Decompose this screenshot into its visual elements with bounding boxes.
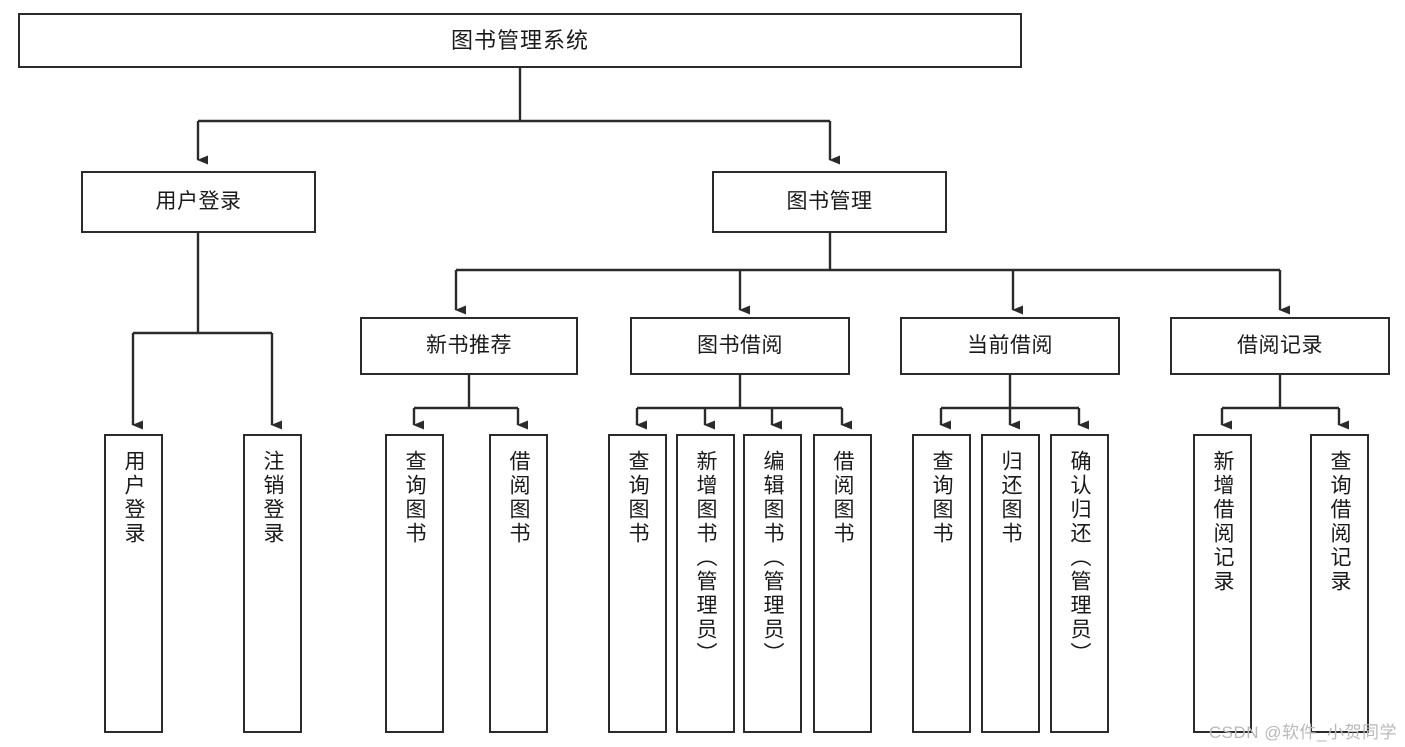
- csdn-watermark: CSDN @软件_小贺同学: [1208, 723, 1397, 742]
- node-leaf-return-book-label: 归还图书: [999, 450, 1023, 546]
- node-borrow-record[interactable]: 借阅记录: [1170, 317, 1390, 375]
- node-current-borrow-label: 当前借阅: [967, 333, 1053, 357]
- node-leaf-query-book-3-label: 查询图书: [930, 450, 954, 546]
- node-leaf-query-book-2[interactable]: 查询图书: [608, 434, 667, 733]
- node-new-book-recommend-label: 新书推荐: [426, 333, 512, 357]
- node-leaf-borrow-book-1-label: 借阅图书: [507, 450, 531, 546]
- node-book-borrow[interactable]: 图书借阅: [630, 317, 850, 375]
- node-leaf-add-record-label: 新增借阅记录: [1211, 450, 1235, 594]
- node-leaf-edit-book[interactable]: 编辑图书（管理员）: [743, 434, 802, 733]
- node-leaf-return-book[interactable]: 归还图书: [981, 434, 1040, 733]
- node-leaf-query-record[interactable]: 查询借阅记录: [1310, 434, 1369, 733]
- node-root[interactable]: 图书管理系统: [18, 13, 1022, 68]
- node-leaf-borrow-book-2[interactable]: 借阅图书: [813, 434, 872, 733]
- node-leaf-user-login-label: 用户登录: [122, 450, 146, 546]
- node-root-label: 图书管理系统: [450, 27, 589, 53]
- node-leaf-query-book-3[interactable]: 查询图书: [912, 434, 971, 733]
- node-leaf-query-book-2-label: 查询图书: [626, 450, 650, 546]
- node-new-book-recommend[interactable]: 新书推荐: [360, 317, 578, 375]
- node-user-login-label: 用户登录: [155, 189, 242, 213]
- node-leaf-query-record-label: 查询借阅记录: [1328, 450, 1352, 594]
- node-leaf-confirm-return[interactable]: 确认归还（管理员）: [1050, 434, 1109, 733]
- node-leaf-query-book-1[interactable]: 查询图书: [385, 434, 444, 733]
- node-leaf-borrow-book-2-label: 借阅图书: [831, 450, 855, 546]
- node-user-login[interactable]: 用户登录: [81, 171, 316, 233]
- node-leaf-add-book[interactable]: 新增图书（管理员）: [676, 434, 735, 733]
- node-leaf-add-book-label: 新增图书（管理员）: [694, 450, 718, 666]
- node-leaf-add-record[interactable]: 新增借阅记录: [1193, 434, 1252, 733]
- node-book-management-label: 图书管理: [786, 189, 873, 213]
- node-leaf-query-book-1-label: 查询图书: [403, 450, 427, 546]
- node-book-management[interactable]: 图书管理: [712, 171, 947, 233]
- node-borrow-record-label: 借阅记录: [1237, 333, 1323, 357]
- node-book-borrow-label: 图书借阅: [697, 333, 783, 357]
- node-leaf-user-logout[interactable]: 注销登录: [243, 434, 302, 733]
- node-leaf-user-logout-label: 注销登录: [261, 450, 285, 546]
- node-leaf-user-login[interactable]: 用户登录: [104, 434, 163, 733]
- node-leaf-confirm-return-label: 确认归还（管理员）: [1068, 450, 1092, 666]
- node-leaf-borrow-book-1[interactable]: 借阅图书: [489, 434, 548, 733]
- node-leaf-edit-book-label: 编辑图书（管理员）: [761, 450, 785, 666]
- node-current-borrow[interactable]: 当前借阅: [900, 317, 1120, 375]
